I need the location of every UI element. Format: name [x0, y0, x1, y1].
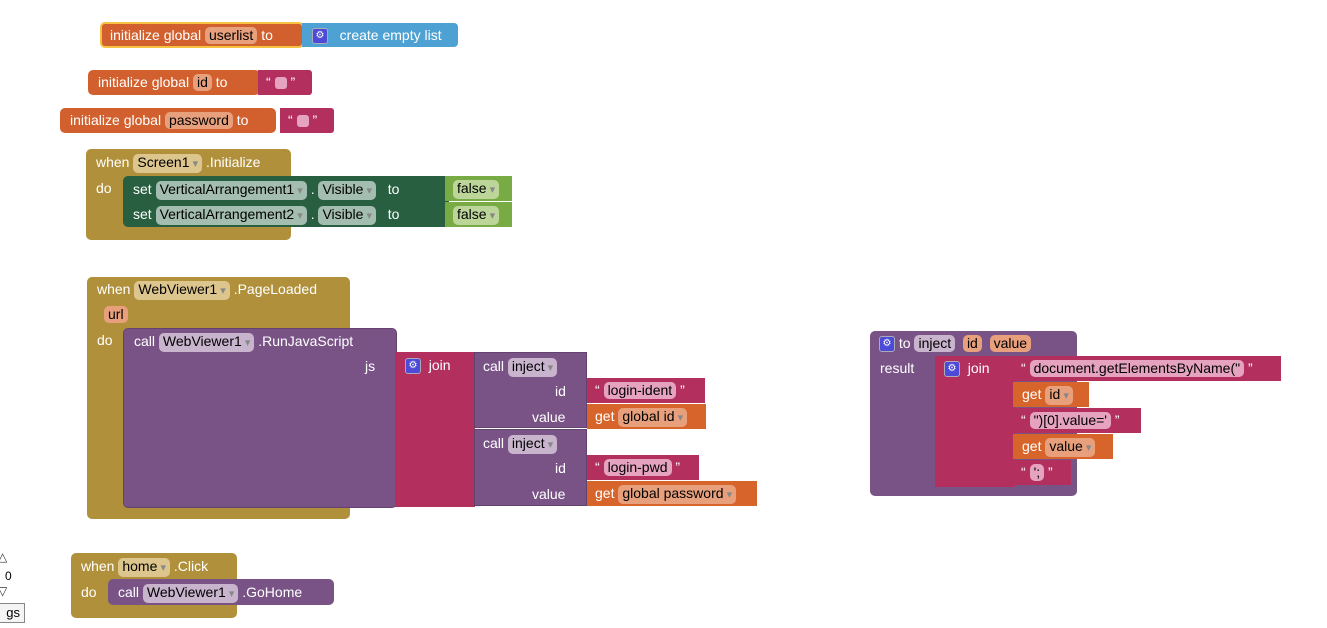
component-dropdown[interactable]: home — [118, 558, 170, 577]
procedure-dropdown[interactable]: inject — [507, 358, 558, 377]
show-warnings-button[interactable]: gs — [0, 603, 25, 623]
component-dropdown[interactable]: WebViewer1 — [134, 281, 230, 300]
gear-icon[interactable]: ⚙ — [312, 28, 328, 45]
text-field[interactable] — [274, 77, 287, 90]
get-block[interactable]: get id — [1013, 382, 1089, 407]
boolean-dropdown[interactable]: false — [453, 206, 500, 225]
var-name-field[interactable]: userlist — [204, 27, 258, 44]
text-field[interactable]: ")[0].value=' — [1029, 412, 1111, 429]
property-dropdown[interactable]: Visible — [318, 181, 377, 200]
get-block[interactable]: get global password — [587, 481, 757, 506]
get-block[interactable]: get value — [1013, 434, 1113, 459]
call-inject-block[interactable]: call inject id value — [474, 429, 587, 506]
property-dropdown[interactable]: Visible — [318, 206, 377, 225]
js-label: js — [365, 358, 376, 374]
procedure-name-field[interactable]: inject — [914, 335, 956, 352]
text-field[interactable] — [296, 115, 309, 128]
set-block[interactable]: set VerticalArrangement1 . Visible to — [123, 176, 449, 202]
label: to — [236, 112, 249, 128]
do-label: do — [81, 584, 97, 600]
false-block[interactable]: false — [445, 176, 512, 201]
variable-dropdown[interactable]: global id — [618, 408, 688, 427]
empty-text-block[interactable]: “ ” — [258, 70, 312, 95]
text-field[interactable]: '; — [1029, 464, 1045, 481]
text-block[interactable]: “ ")[0].value=' ” — [1013, 408, 1141, 433]
call-gohome-block[interactable]: call WebViewer1 .GoHome — [108, 579, 334, 605]
text-block[interactable]: “ '; ” — [1013, 460, 1071, 485]
gear-icon[interactable]: ⚙ — [405, 358, 421, 375]
text-block[interactable]: “ document.getElementsByName(" ” — [1013, 356, 1281, 381]
procedure-dropdown[interactable]: inject — [507, 435, 558, 454]
variable-dropdown[interactable]: value — [1045, 438, 1096, 457]
empty-text-block[interactable]: “ ” — [280, 108, 334, 133]
init-global-password-block[interactable]: initialize global password to — [60, 108, 276, 133]
var-name-field[interactable]: id — [192, 74, 212, 91]
label: create empty list — [339, 27, 442, 43]
text-field[interactable]: document.getElementsByName(" — [1029, 360, 1245, 377]
text-field[interactable]: login-ident — [603, 382, 677, 399]
param-url[interactable]: url — [104, 306, 128, 323]
label: .Initialize — [205, 154, 261, 170]
up-arrow-icon[interactable]: △ — [0, 550, 8, 564]
label: initialize global — [98, 74, 190, 90]
gear-icon[interactable]: ⚙ — [879, 336, 895, 353]
text-field[interactable]: login-pwd — [603, 459, 672, 476]
down-arrow-icon[interactable]: ▽ — [0, 584, 8, 598]
var-name-field[interactable]: password — [164, 112, 233, 129]
set-block[interactable]: set VerticalArrangement2 . Visible to — [123, 202, 449, 227]
init-global-id-block[interactable]: initialize global id to — [88, 70, 260, 95]
param-id[interactable]: id — [962, 335, 982, 352]
do-label: do — [97, 332, 113, 348]
component-dropdown[interactable]: WebViewer1 — [158, 333, 255, 352]
text-block[interactable]: “ login-ident ” — [587, 378, 705, 403]
variable-dropdown[interactable]: id — [1045, 386, 1073, 405]
gear-icon[interactable]: ⚙ — [944, 361, 960, 378]
call-runjavascript-block[interactable]: call WebViewer1 .RunJavaScript js — [123, 328, 397, 508]
call-inject-block[interactable]: call inject id value — [474, 352, 587, 428]
result-label: result — [880, 360, 915, 376]
false-block[interactable]: false — [445, 202, 512, 227]
get-block[interactable]: get global id — [587, 404, 706, 429]
join-block[interactable]: ⚙ join — [395, 352, 475, 507]
component-dropdown[interactable]: WebViewer1 — [142, 584, 239, 603]
boolean-dropdown[interactable]: false — [453, 180, 500, 199]
label: to — [215, 74, 228, 90]
param-value[interactable]: value — [989, 335, 1032, 352]
create-empty-list-block[interactable]: ⚙ create empty list — [302, 23, 458, 47]
text-block[interactable]: “ login-pwd ” — [587, 455, 699, 480]
label: initialize global — [110, 27, 202, 43]
init-global-userlist-block[interactable]: initialize global userlist to — [100, 22, 304, 48]
join-block[interactable]: ⚙ join — [935, 356, 1015, 487]
label: when — [96, 154, 130, 170]
variable-dropdown[interactable]: global password — [618, 485, 737, 504]
label: initialize global — [70, 112, 162, 128]
component-dropdown[interactable]: VerticalArrangement1 — [155, 181, 307, 200]
label: to — [261, 27, 273, 43]
do-label: do — [96, 180, 112, 196]
component-dropdown[interactable]: Screen1 — [133, 154, 203, 173]
component-dropdown[interactable]: VerticalArrangement2 — [155, 206, 307, 225]
warning-count: 0 — [5, 569, 12, 583]
